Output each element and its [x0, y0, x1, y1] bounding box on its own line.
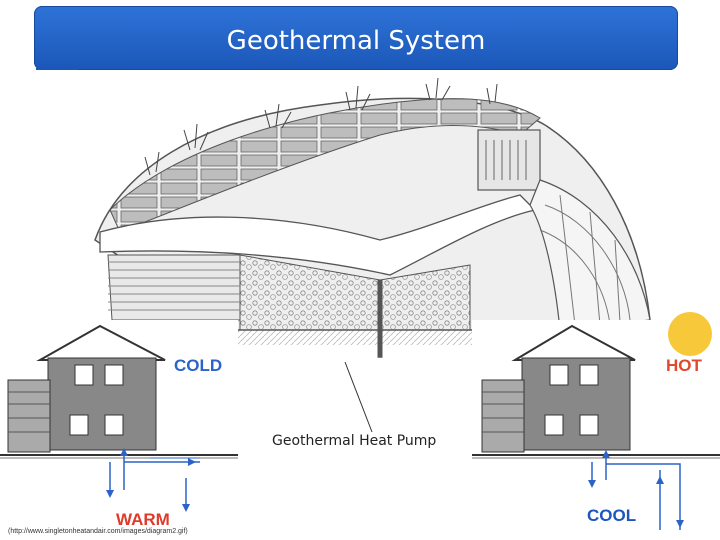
arrow-down-icon — [676, 520, 684, 528]
arrow-up-icon — [656, 476, 664, 484]
right-house-diagram — [472, 312, 720, 530]
hot-label: HOT — [666, 356, 702, 375]
warm-label: WARM — [116, 510, 170, 529]
arrow-down-icon — [588, 480, 596, 488]
left-house-diagram — [0, 320, 238, 512]
sun-icon — [668, 312, 712, 356]
banner-underline — [36, 68, 78, 70]
heat-pump-label: Geothermal Heat Pump — [272, 433, 437, 449]
cold-label: COLD — [174, 356, 223, 375]
arrow-down-icon — [106, 490, 114, 498]
slide-title: Geothermal System — [226, 26, 486, 56]
arrow-up-icon — [120, 448, 128, 456]
arrow-right-icon — [188, 458, 196, 466]
arrow-down-icon — [182, 504, 190, 512]
arrow-up-icon — [602, 450, 610, 458]
source-citation: (http://www.singletonheatandair.com/imag… — [8, 528, 188, 535]
earth-home-sketch — [80, 77, 651, 433]
cool-label: COOL — [587, 506, 637, 525]
title-banner: Geothermal System — [34, 6, 678, 70]
